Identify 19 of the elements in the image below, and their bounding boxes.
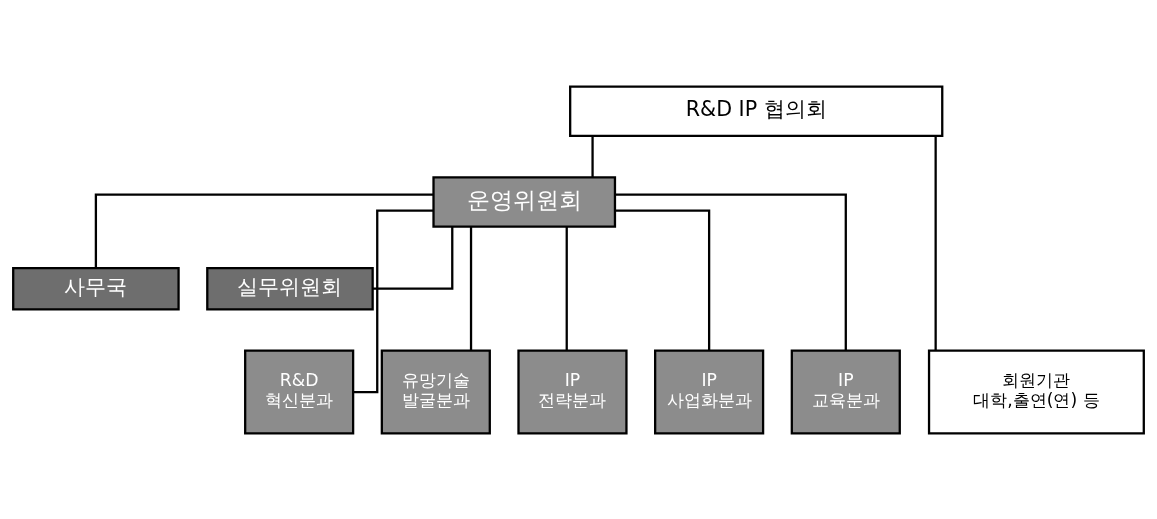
node-box: R&D IP 협의회 <box>569 84 944 137</box>
connector <box>615 192 847 351</box>
connector <box>934 135 937 351</box>
node-box: 운영위원회 <box>432 175 617 228</box>
connector <box>615 208 711 350</box>
node-box: IP 사업화분과 <box>654 349 765 435</box>
connector <box>373 226 454 290</box>
node-box: 사무국 <box>12 266 180 311</box>
node-box: R&D 혁신분과 <box>244 349 355 435</box>
connector <box>565 226 568 350</box>
node-box: 실무위원회 <box>206 266 374 311</box>
connector <box>353 208 434 393</box>
node-box: IP 전략분과 <box>517 349 628 435</box>
node-box: 유망기술 발굴분과 <box>380 349 491 435</box>
connector <box>94 192 434 268</box>
node-box: IP 교육분과 <box>790 349 901 435</box>
connector <box>591 135 594 177</box>
connector <box>469 226 473 350</box>
node-box: 회원기관 대학,출연(연) 등 <box>927 349 1145 435</box>
